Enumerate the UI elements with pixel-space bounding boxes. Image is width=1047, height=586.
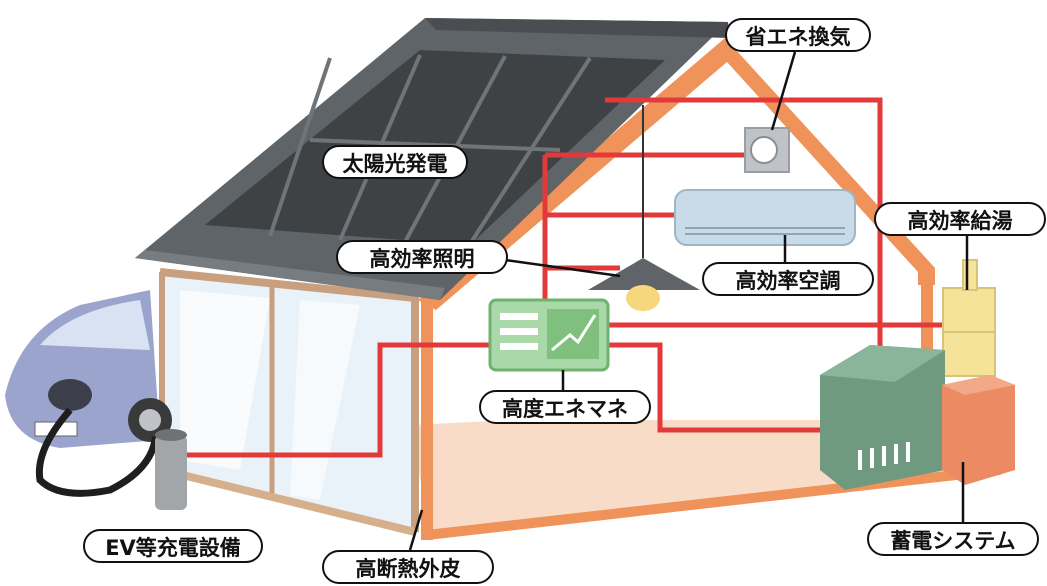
roof-edge	[425, 18, 730, 38]
window-frame	[159, 268, 419, 532]
leader-lines	[408, 51, 969, 551]
water-heater-top	[962, 259, 978, 291]
solar-panel-line	[268, 57, 332, 237]
hems-bar	[500, 313, 538, 320]
lamp-shade	[588, 258, 700, 290]
battery-box-top	[942, 375, 1015, 395]
gable-frame	[418, 38, 935, 310]
insulation-label: 高断熱外皮	[322, 550, 494, 584]
lighting-label: 高効率照明	[336, 240, 508, 274]
ventilation-fan	[750, 136, 778, 164]
ev-car	[5, 290, 172, 448]
air-conditioner	[674, 189, 856, 246]
storage-vents	[858, 442, 910, 470]
hems-graph	[551, 314, 597, 352]
storage-unit-top	[820, 345, 945, 382]
ev-charger-post	[155, 435, 187, 510]
floor-front-edge	[426, 465, 1001, 540]
air-conditioning-label: 高効率空調	[702, 262, 874, 296]
wiring	[185, 97, 945, 458]
glass-reflection	[180, 290, 270, 470]
solar-label: 太陽光発電	[322, 145, 468, 179]
hems-screen	[547, 309, 599, 359]
solar-panel-line	[468, 56, 592, 246]
ventilation-label: 省エネ換気	[725, 18, 871, 52]
storage-unit	[820, 345, 945, 490]
storage-label: 蓄電システム	[867, 522, 1039, 556]
battery-box	[942, 375, 1015, 485]
glass-reflection-2	[290, 300, 360, 500]
hems-label: 高度エネマネ	[479, 390, 651, 424]
roof-front-edge	[135, 250, 445, 300]
ev-charger-label: EV等充電設備	[83, 529, 263, 563]
ev-charger-top	[155, 429, 187, 441]
hems-bar	[500, 328, 538, 335]
window-base	[161, 466, 416, 536]
lamp-bulb	[626, 285, 660, 311]
charging-cable	[35, 407, 168, 497]
hems-bar	[500, 343, 538, 350]
water-heating-label: 高効率給湯	[874, 202, 1046, 236]
